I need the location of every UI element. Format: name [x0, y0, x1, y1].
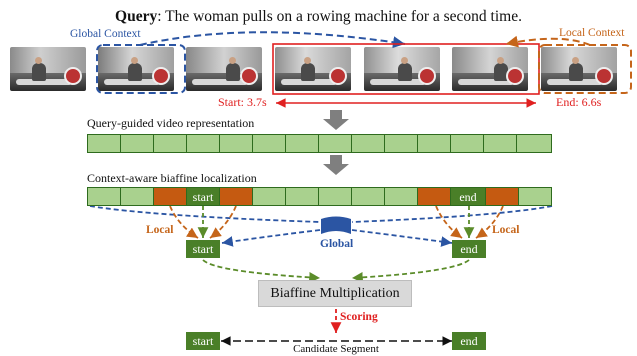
down-arrow-icon [323, 110, 349, 130]
green-arrow-to-biaffine-left [202, 259, 321, 283]
start-time-label: Start: 3.7s [218, 95, 267, 109]
feature-cell [219, 134, 253, 153]
local-context-box [538, 44, 632, 94]
global-context-box [96, 44, 186, 94]
ground-truth-box [272, 43, 540, 95]
end-cell: end [450, 187, 486, 206]
feature-cell [186, 134, 220, 153]
feature-cell [285, 134, 319, 153]
global-context-icon [321, 216, 351, 234]
local-context-cell [485, 187, 519, 206]
video-frame [98, 47, 174, 91]
candidate-segment-label: Candidate Segment [293, 343, 379, 355]
video-frame [186, 47, 262, 91]
video-frame [541, 47, 617, 91]
feature-cell [252, 187, 286, 206]
global-context-label: Global Context [70, 28, 141, 40]
candidate-end-tag: end [452, 332, 486, 350]
feature-cell [351, 134, 385, 153]
candidate-start-tag: start [186, 332, 220, 350]
green-arrow-to-biaffine-right [351, 259, 470, 283]
local-arrow-left-a [169, 205, 199, 239]
start-cell: start [186, 187, 220, 206]
scoring-label: Scoring [340, 311, 378, 323]
feature-cell [516, 134, 552, 153]
representation-title: Query-guided video representation [87, 116, 255, 130]
local-context-arc [505, 35, 591, 48]
global-label: Global [320, 238, 354, 250]
local-context-cell [219, 187, 253, 206]
local-label-right: Local [492, 224, 520, 236]
feature-cell [252, 134, 286, 153]
video-frame [452, 47, 528, 91]
localization-title: Context-aware biaffine localization [87, 171, 257, 185]
biaffine-box: Biaffine Multiplication [258, 280, 412, 307]
feature-cell [483, 134, 517, 153]
local-label-left: Local [146, 224, 174, 236]
feature-cell [384, 187, 418, 206]
feature-cell [285, 187, 319, 206]
query-text: : The woman pulls on a rowing machine fo… [157, 8, 522, 25]
start-tag: start [186, 240, 220, 258]
local-context-label: Local Context [559, 27, 625, 39]
feature-cell [518, 187, 552, 206]
local-arrow-right-a [435, 205, 463, 239]
feature-cell [153, 134, 187, 153]
end-tag: end [452, 240, 486, 258]
global-arrow-end [351, 229, 453, 247]
local-context-cell [153, 187, 187, 206]
feature-cell [120, 187, 154, 206]
feature-cell [384, 134, 418, 153]
feature-cell [120, 134, 154, 153]
local-context-cell [417, 187, 451, 206]
local-arrow-right-b [475, 205, 504, 239]
feature-cell [87, 187, 121, 206]
feature-cell [318, 187, 352, 206]
feature-cell [417, 134, 451, 153]
down-arrow-icon [323, 155, 349, 175]
feature-cell [450, 134, 484, 153]
feature-cell [318, 134, 352, 153]
video-frame [10, 47, 86, 91]
local-arrow-left-b [209, 205, 237, 239]
query-prefix: Query [115, 8, 158, 25]
video-frame [364, 47, 440, 91]
video-frame [275, 47, 351, 91]
end-time-label: End: 6.6s [556, 95, 602, 109]
feature-cell [87, 134, 121, 153]
global-bracket-left [89, 205, 321, 223]
feature-cell [351, 187, 385, 206]
global-arrow-start [221, 229, 321, 247]
query-line: Query: The woman pulls on a rowing machi… [0, 8, 637, 26]
global-context-arc [139, 31, 406, 49]
global-bracket-right [351, 205, 553, 223]
